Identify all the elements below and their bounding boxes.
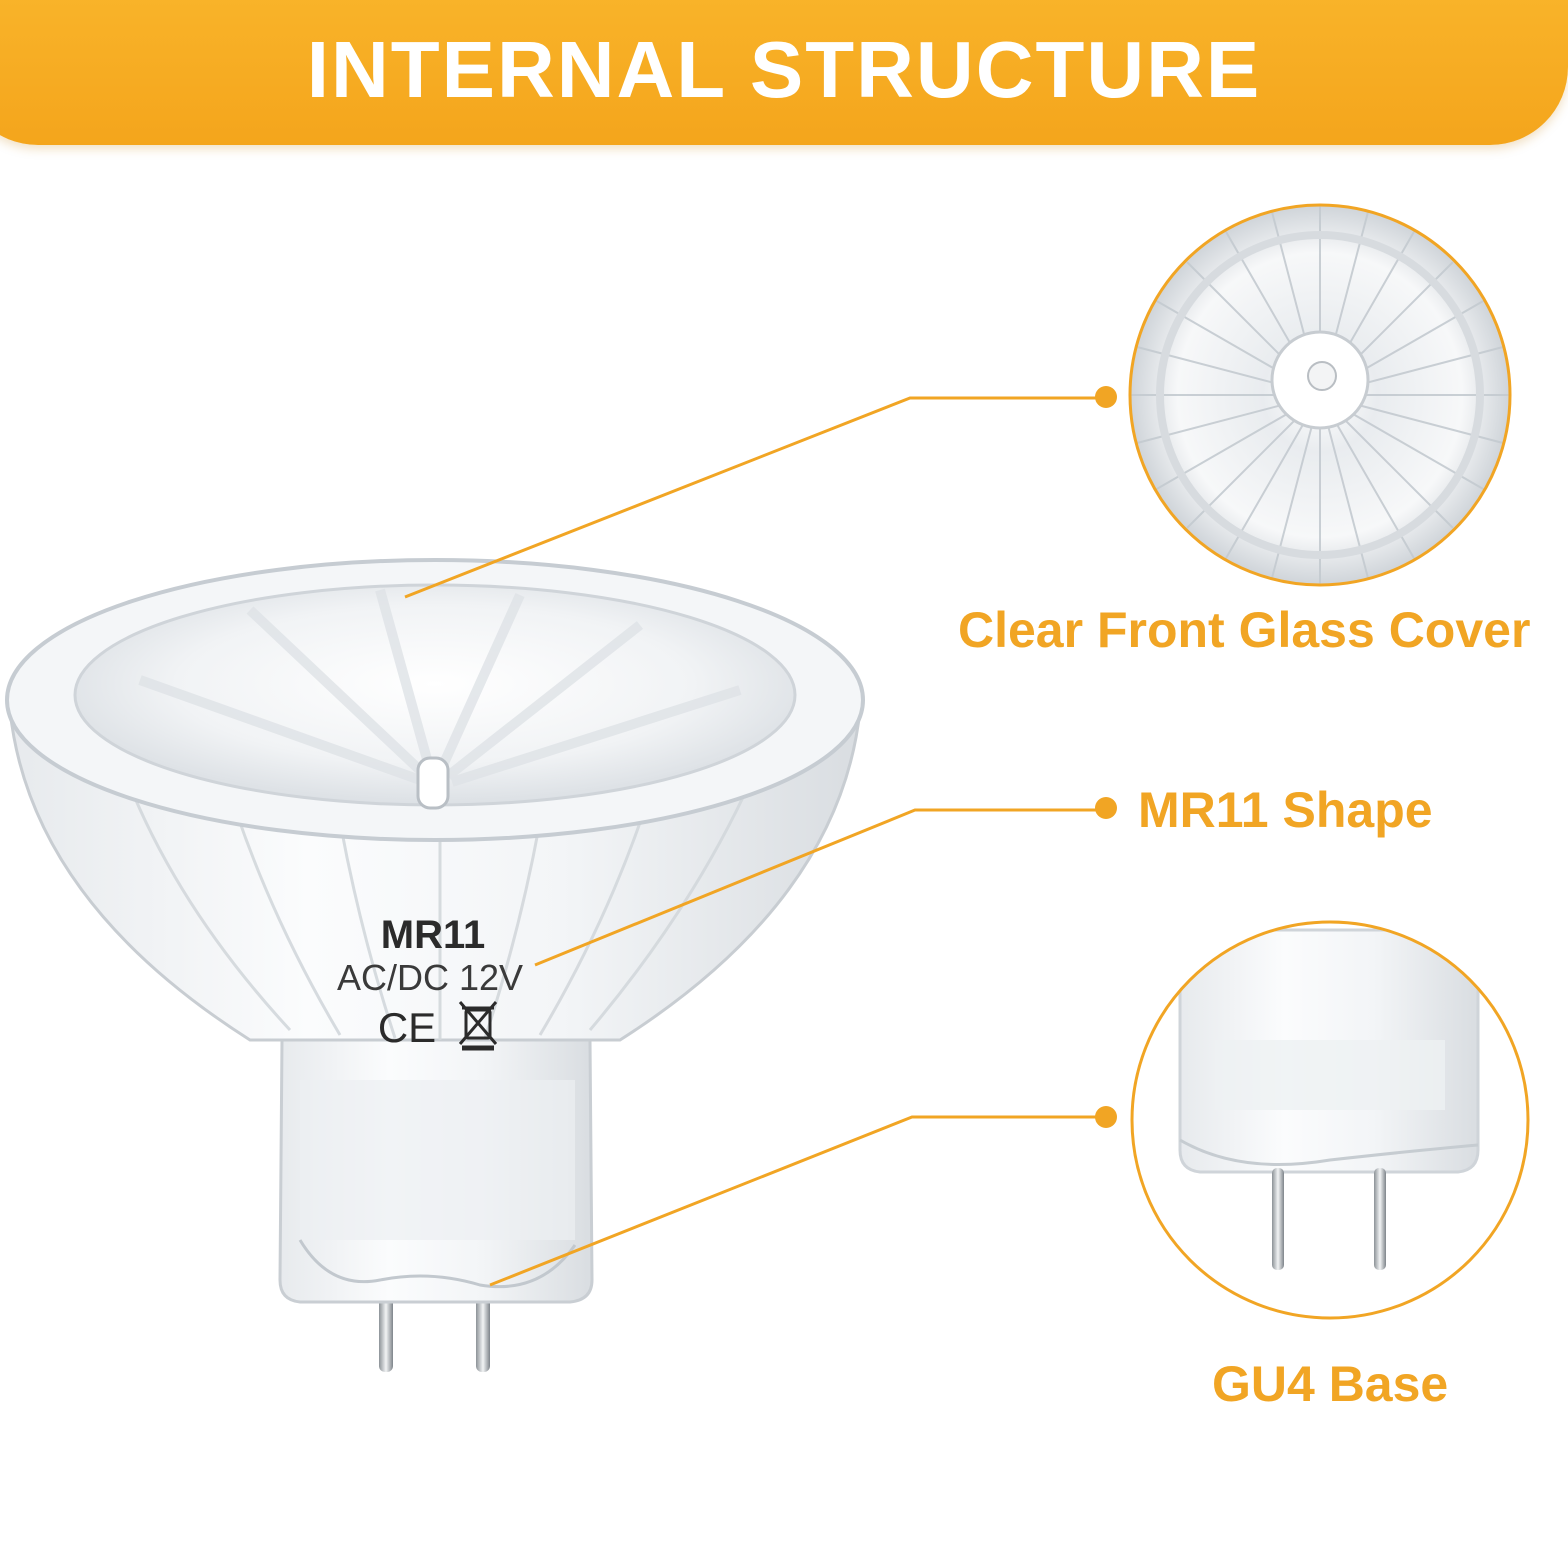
callout-base-label: GU4 Base	[1212, 1356, 1449, 1412]
callout-dot-shape	[1095, 797, 1117, 819]
title-banner	[0, 0, 1568, 145]
bulb-markings: MR11 AC/DC 12V CE	[337, 913, 523, 1051]
callout-line-shape	[534, 808, 1105, 967]
callout-glass-cover-label: Clear Front Glass Cover	[958, 602, 1531, 658]
front-glass-detail	[1128, 203, 1512, 587]
callout-dot-glass	[1095, 386, 1117, 408]
bulb-voltage-text: AC/DC 12V	[337, 957, 523, 998]
callout-line-base	[489, 1115, 1105, 1287]
page-title: INTERNAL STRUCTURE	[306, 25, 1262, 114]
mr11-bulb	[5, 558, 865, 1372]
halogen-capsule	[416, 756, 450, 810]
bulb-model-text: MR11	[381, 913, 486, 957]
callout-dot-base	[1095, 1106, 1117, 1128]
ce-mark: CE	[378, 1004, 436, 1051]
detail-pin-left	[1272, 1168, 1284, 1270]
callout-lines	[404, 396, 1105, 1287]
callout-shape-label: MR11 Shape	[1138, 782, 1433, 838]
crossed-out-bin-icon	[458, 1001, 498, 1051]
callout-line-glass	[404, 396, 1105, 599]
gu4-base-detail	[1130, 920, 1530, 1320]
detail-pin-right	[1374, 1168, 1386, 1270]
